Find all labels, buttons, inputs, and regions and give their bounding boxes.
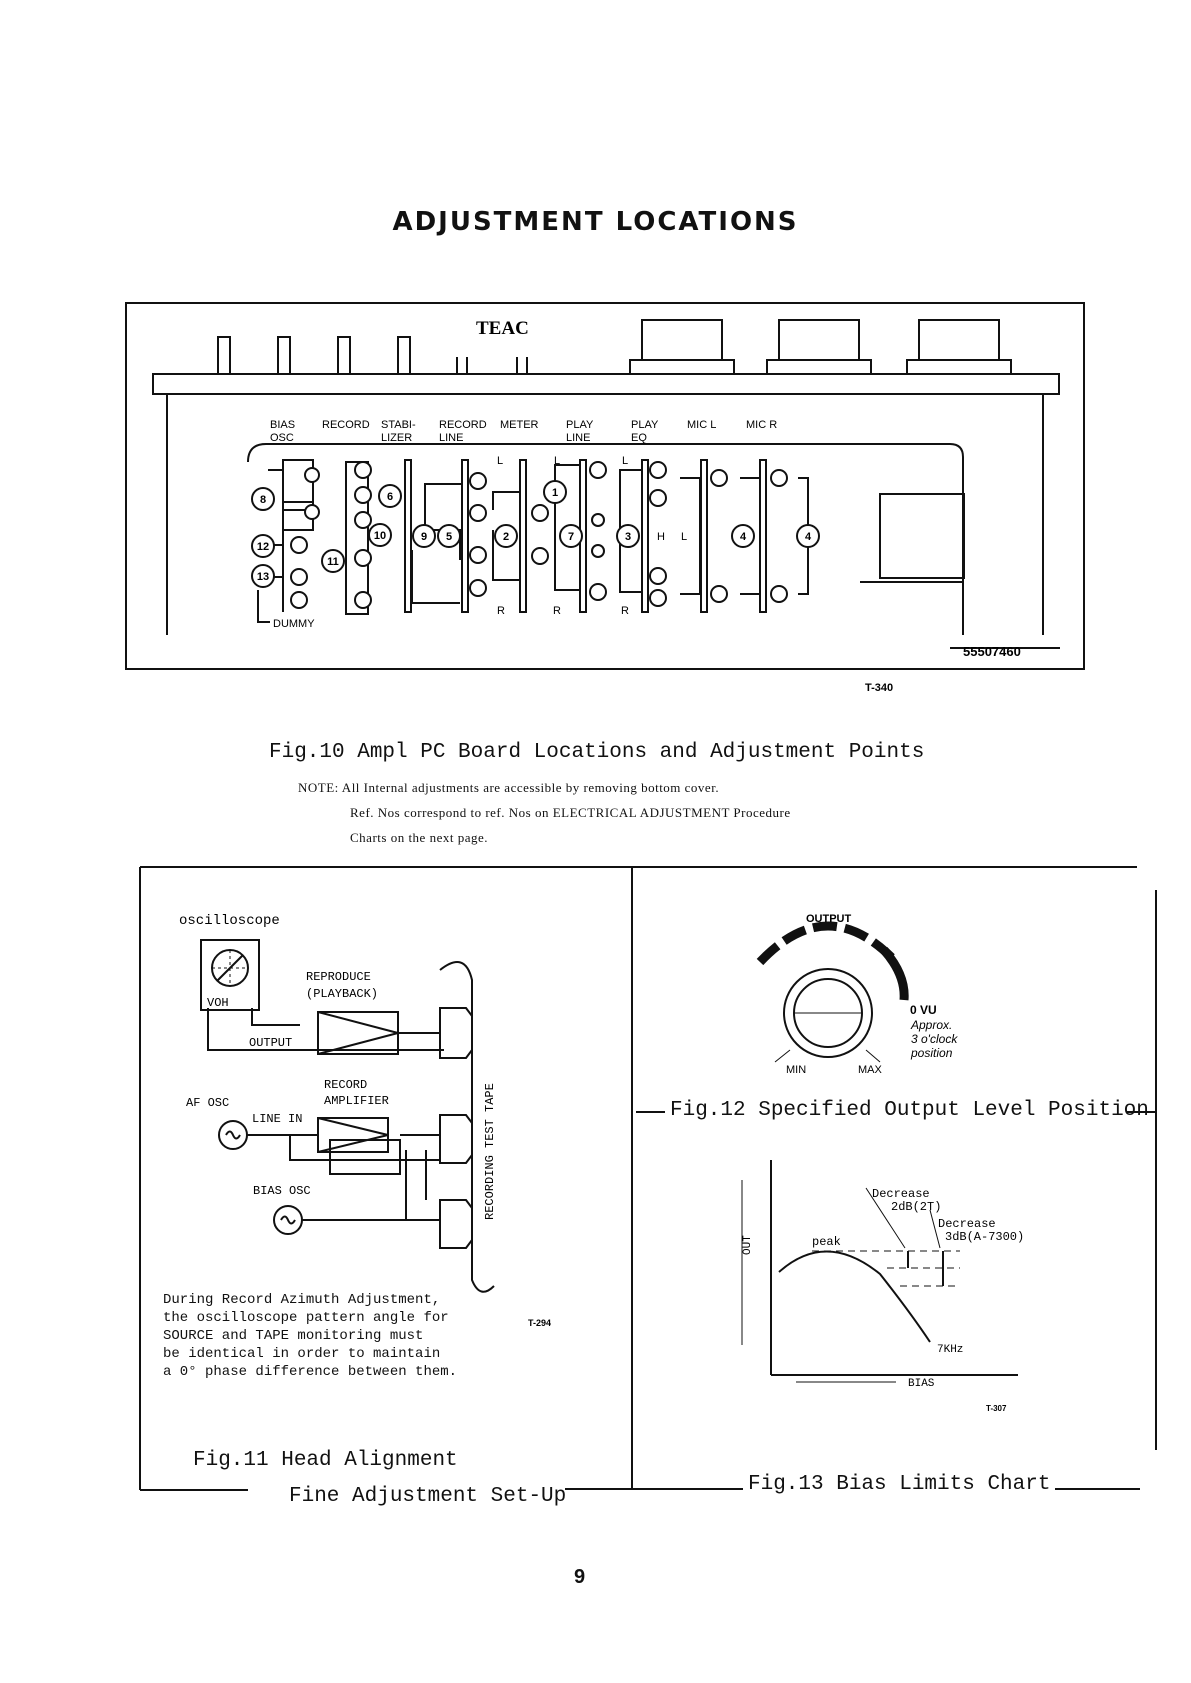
label-approx-2: 3 o'clock: [911, 1032, 958, 1046]
board-outer-frame: [125, 302, 1085, 670]
label-ch-r-1: R: [497, 605, 505, 617]
fig10-note-line-2: Ref. Nos correspond to ref. Nos on ELECT…: [350, 805, 791, 820]
label-ch-l-3: L: [622, 455, 628, 467]
label-ch-r-3: R: [621, 605, 629, 617]
label-playback: (PLAYBACK): [306, 987, 378, 1001]
fig11-desc-line: the oscilloscope pattern angle for: [163, 1310, 449, 1326]
oscilloscope-box: [200, 939, 260, 1011]
label-knob-output: OUTPUT: [806, 913, 852, 925]
label-max: MAX: [858, 1064, 883, 1076]
label-ch-l-4: L: [681, 531, 687, 543]
fig11-desc-line: SOURCE and TAPE monitoring must: [163, 1328, 424, 1344]
label-decrease-1: Decrease: [872, 1187, 930, 1201]
ref-6: 6: [387, 491, 393, 503]
fig11-description: During Record Azimuth Adjustment, the os…: [163, 1291, 457, 1381]
fig10-note-line-1: NOTE: All Internal adjustments are acces…: [298, 780, 720, 795]
ref-7: 7: [568, 531, 574, 543]
label-amplifier: AMPLIFIER: [324, 1094, 389, 1108]
label-0vu: 0 VU: [910, 1003, 937, 1017]
ref-4-mic-r: 4: [805, 531, 812, 543]
ref-12: 12: [257, 541, 269, 553]
label-7khz: 7KHz: [937, 1344, 963, 1356]
label-recording-test-tape: RECORDING TEST TAPE: [483, 1083, 497, 1220]
label-play-line-2: LINE: [566, 432, 590, 444]
output-knob: [783, 968, 873, 1058]
fig10-note-line-3: Charts on the next page.: [350, 830, 488, 845]
fig11-tag: T-294: [528, 1318, 551, 1328]
label-bias-osc: BIAS: [270, 419, 295, 431]
label-mic-l: MIC L: [687, 419, 716, 431]
fig12-caption: Fig.12 Specified Output Level Position: [670, 1099, 1149, 1122]
ref-11: 11: [327, 556, 339, 568]
page-title: ADJUSTMENT LOCATIONS: [392, 207, 799, 237]
label-bias-osc: BIAS OSC: [253, 1184, 311, 1198]
fig13-caption: Fig.13 Bias Limits Chart: [748, 1473, 1051, 1496]
fig10-board-diagram: 8 12 13 6 10 11 9 5 2 1 7 3 4 4 TEAC BIA…: [125, 302, 1085, 694]
label-approx: Approx.: [910, 1018, 952, 1032]
adjustment-screws: [290, 461, 788, 609]
label-dummy: DUMMY: [273, 618, 315, 630]
ref-4-mic-l: 4: [740, 531, 747, 543]
label-record-line-2: LINE: [439, 432, 463, 444]
label-ch-l-2: L: [554, 455, 560, 467]
label-record: RECORD: [322, 419, 370, 431]
label-record-line: RECORD: [439, 419, 487, 431]
label-ch-l-1: L: [497, 455, 503, 467]
label-ch-r-2: R: [553, 605, 561, 617]
label-bias-osc-2: OSC: [270, 432, 294, 444]
label-mic-r: MIC R: [746, 419, 777, 431]
label-play-eq-2: EQ: [631, 432, 647, 444]
ref-2: 2: [503, 531, 509, 543]
scope-face-label: VOH: [207, 996, 229, 1010]
fig11-desc-line: During Record Azimuth Adjustment,: [163, 1292, 441, 1308]
label-axis-out: OUT: [742, 1235, 754, 1255]
label-axis-bias: BIAS: [908, 1378, 935, 1390]
label-decrease-2-value: 3dB(A-7300): [945, 1230, 1024, 1244]
label-ch-h: H: [657, 531, 665, 543]
ref-13: 13: [257, 571, 269, 583]
page-number: 9: [574, 1566, 586, 1588]
ref-10: 10: [374, 530, 386, 542]
part-number: 55507460: [963, 644, 1021, 659]
label-play-eq: PLAY: [631, 419, 659, 431]
label-af-osc: AF OSC: [186, 1096, 229, 1110]
lower-figures: oscilloscope VOH REPRODUCE (PLAYBACK) OU…: [139, 866, 1157, 1491]
fig11-caption-2: Fine Adjustment Set-Up: [289, 1485, 567, 1508]
fig10-caption: Fig.10 Ampl PC Board Locations and Adjus…: [269, 741, 925, 764]
label-record: RECORD: [324, 1078, 367, 1092]
label-play-line: PLAY: [566, 419, 594, 431]
label-approx-3: position: [910, 1046, 953, 1060]
ref-3: 3: [625, 531, 631, 543]
label-oscilloscope: oscilloscope: [179, 913, 280, 929]
fig11-desc-line: be identical in order to maintain: [163, 1346, 441, 1362]
teac-logo: TEAC: [476, 318, 529, 339]
fig10-tag: T-340: [865, 682, 893, 694]
fig11-desc-line: a 0° phase difference between them.: [163, 1364, 458, 1380]
ref-1: 1: [552, 487, 558, 499]
fig13-tag: T-307: [986, 1404, 1007, 1413]
label-peak: peak: [812, 1235, 841, 1249]
label-stabilizer: STABI-: [381, 419, 416, 431]
fig11-caption-1: Fig.11 Head Alignment: [193, 1449, 458, 1472]
label-reproduce: REPRODUCE: [306, 970, 371, 984]
ref-number-circles: [251, 480, 820, 588]
panel-strip: [152, 373, 1060, 395]
label-decrease-2: Decrease: [938, 1217, 996, 1231]
label-min: MIN: [786, 1064, 806, 1076]
label-decrease-1-value: 2dB(2T): [891, 1200, 941, 1214]
label-output: OUTPUT: [249, 1036, 292, 1050]
ref-8: 8: [260, 494, 266, 506]
ref-9: 9: [421, 531, 427, 543]
ref-5: 5: [446, 531, 452, 543]
label-line-in: LINE IN: [252, 1112, 302, 1126]
label-stabilizer-2: LIZER: [381, 432, 412, 444]
label-meter: METER: [500, 419, 539, 431]
